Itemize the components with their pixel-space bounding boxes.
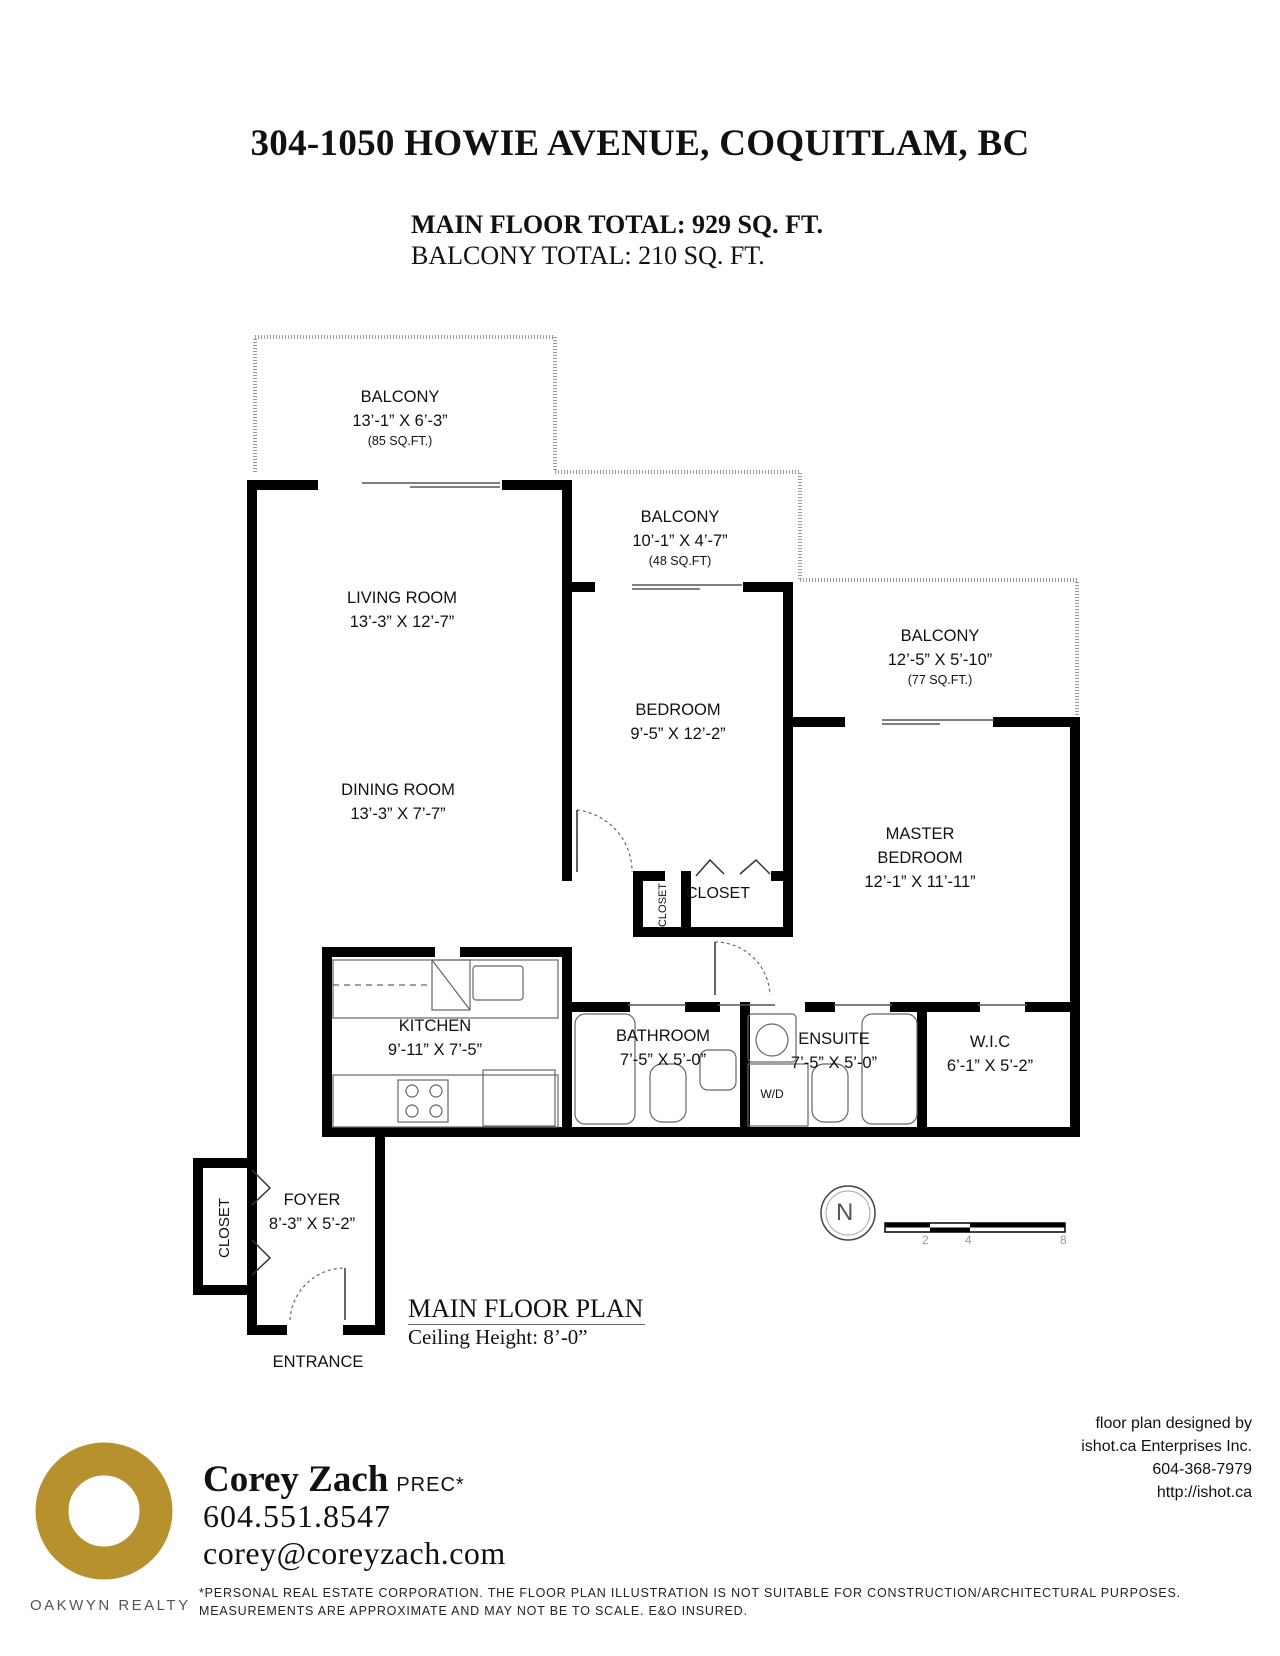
room-label-balcony-right: BALCONY 12’-5” X 5’-10” (77 SQ.FT.) (887, 627, 993, 687)
door-leaves (251, 810, 771, 1320)
compass-letter: N (836, 1199, 854, 1226)
room-label-closet-foyer: CLOSET (216, 1198, 233, 1259)
ceiling-height: Ceiling Height: 8’-0” (408, 1325, 588, 1349)
scale-bar (884, 1222, 1066, 1233)
entrance-label: ENTRANCE (272, 1353, 364, 1371)
room-label-living-room: LIVING ROOM 13’-3” X 12’-7” (346, 589, 457, 631)
kitchen-fixtures (332, 959, 559, 1128)
room-label-bedroom: BEDROOM 9’-5” X 12’-2” (630, 701, 726, 743)
room-label-balcony-middle: BALCONY 10’-1” X 4’-7” (48 SQ.FT) (632, 508, 728, 568)
oakwyn-logo-icon (35, 1442, 173, 1580)
designer-url[interactable]: http://ishot.ca (1156, 1484, 1252, 1501)
scale-tick-2: 2 (922, 1233, 929, 1247)
plan-title: MAIN FLOOR PLAN (408, 1294, 646, 1325)
room-label-wic: W.I.C 6’-1” X 5’-2” (946, 1033, 1034, 1075)
room-label-kitchen: KITCHEN 9’-11” X 7’-5” (387, 1017, 483, 1059)
room-label-closet-small: CLOSET (657, 883, 669, 928)
agent-phone[interactable]: 604.551.8547 (203, 1498, 391, 1534)
balcony-railings (253, 335, 1079, 718)
room-label-bathroom: BATHROOM 7’-5” X 5’-0” (615, 1027, 711, 1069)
balcony-total: BALCONY TOTAL: 210 SQ. FT. (411, 241, 765, 270)
room-label-ensuite: ENSUITE 7’-5” X 5’-0” (790, 1030, 878, 1072)
compass-icon (820, 1185, 876, 1241)
designer-credit: floor plan designed by ishot.ca Enterpri… (1081, 1412, 1252, 1504)
room-label-dining-room: DINING ROOM 13’-3” X 7’-7” (341, 781, 455, 823)
scale-tick-8: 8 (1060, 1233, 1067, 1247)
brand-name: OAKWYN REALTY (30, 1597, 191, 1614)
room-label-closet-bedroom: CLOSET (685, 885, 750, 902)
room-label-foyer: FOYER 8’-3” X 5’-2” (268, 1191, 356, 1233)
bathroom-fixtures (574, 1013, 918, 1127)
scale-tick-4: 4 (965, 1233, 972, 1247)
agent-email[interactable]: corey@coreyzach.com (203, 1535, 506, 1571)
main-floor-total: MAIN FLOOR TOTAL: 929 SQ. FT. (411, 210, 823, 239)
room-label-wd: W/D (760, 1087, 784, 1101)
room-label-balcony-left: BALCONY 13’-1” X 6’-3” (85 SQ.FT.) (352, 388, 448, 448)
listing-address: 304-1050 HOWIE AVENUE, COQUITLAM, BC (250, 123, 1030, 164)
walls (193, 480, 1080, 1335)
sliding-doors (362, 482, 1027, 1006)
room-label-master-bedroom: MASTER BEDROOM 12’-1” X 11’-11” (864, 825, 976, 891)
disclaimer: *PERSONAL REAL ESTATE CORPORATION. THE F… (199, 1586, 1181, 1618)
